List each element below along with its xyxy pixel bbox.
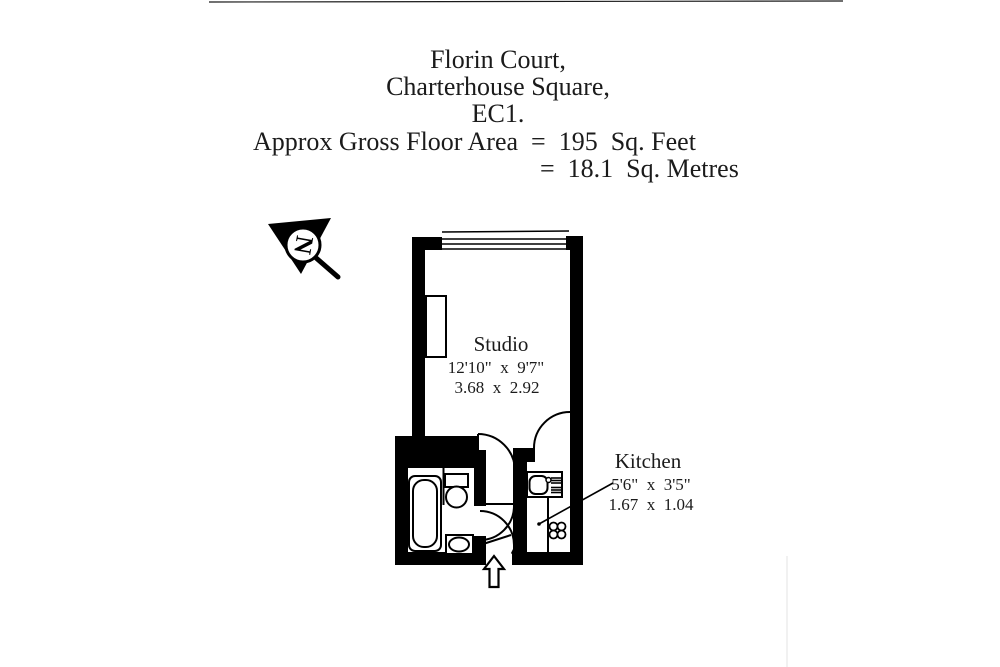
building-postcode: EC1. (471, 99, 525, 128)
north-letter: N (288, 234, 318, 256)
scan-artifact-top-line (208, 0, 844, 3)
kitchen-room-label: Kitchen (614, 449, 682, 473)
wall-lower-left (395, 436, 408, 565)
kitchen-dims-metric: 1.67 x 1.04 (608, 495, 694, 514)
north-handle (312, 254, 341, 280)
sink-drainer (551, 477, 562, 494)
wall-studio-kitchen-divider (513, 448, 535, 462)
wall-bottom-left (395, 552, 481, 565)
walls (395, 236, 583, 565)
wall-hall-kitchen-divider (513, 448, 527, 552)
toilet-cistern (444, 473, 469, 488)
wall-bathroom-right-upper (474, 450, 486, 506)
sink-tap (545, 476, 552, 484)
basin-bowl (448, 536, 470, 553)
kitchen-sink (528, 475, 549, 495)
gross-area-imperial: Approx Gross Floor Area = 195 Sq. Feet (253, 127, 696, 156)
gross-area-metric: = 18.1 Sq. Metres (540, 154, 739, 183)
studio-door-swing (477, 433, 516, 472)
north-circle (284, 226, 322, 264)
wall-bottom-right (512, 552, 583, 565)
kitchen-fixtures (526, 471, 567, 552)
toilet-bowl (445, 485, 468, 509)
kitchen-leader-line (537, 482, 614, 526)
entrance-arrow-icon (481, 554, 507, 589)
hob-burners (548, 521, 567, 540)
bathroom-door-swing (479, 505, 515, 541)
north-indicator-icon: N (268, 218, 341, 280)
studio-room-label: Studio (473, 332, 529, 356)
studio-dims-metric: 3.68 x 2.92 (454, 378, 540, 397)
studio-dims-imperial: 12'10" x 9'7" (447, 358, 545, 377)
wall-entry-stub (511, 539, 526, 560)
doors (477, 411, 571, 546)
entry-door-leaf (479, 534, 512, 546)
wall-studio-hall-divider (395, 436, 477, 450)
window-studio (441, 230, 570, 250)
wall-studio-left (412, 237, 425, 450)
entry-door-swing (479, 510, 515, 546)
building-name: Florin Court, (430, 45, 566, 74)
kitchen-dims-imperial: 5'6" x 3'5" (611, 475, 691, 494)
building-street: Charterhouse Square, (386, 72, 610, 101)
bathtub-inner (412, 479, 438, 548)
wall-bathroom-bulkhead (408, 450, 486, 468)
kitchen-door-swing (533, 411, 571, 449)
radiator (425, 295, 447, 358)
bathroom-fixtures (408, 468, 474, 555)
wall-right (570, 236, 583, 565)
